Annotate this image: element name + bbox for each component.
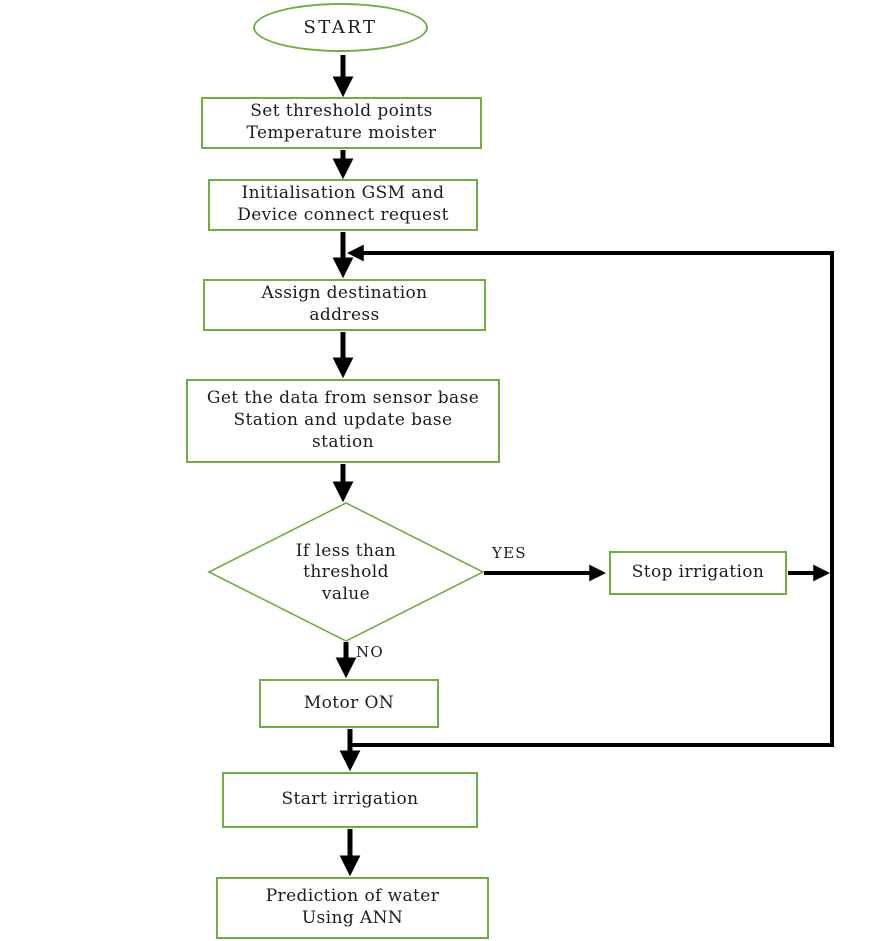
flowchart-node-start: START — [253, 3, 428, 52]
flowchart-node-stop-irrigation: Stop irrigation — [609, 551, 787, 595]
flowchart-node-assign-destination: Assign destination address — [203, 279, 486, 331]
flowchart-node-init-gsm: Initialisation GSM and Device connect re… — [208, 179, 478, 231]
edge-label-no: NO — [356, 643, 384, 661]
flowchart-node-set-threshold: Set threshold points Temperature moister — [201, 97, 482, 149]
flowchart-node-start-irrigation: Start irrigation — [222, 772, 478, 828]
decision-diamond-shape — [207, 502, 485, 642]
flowchart-node-decision: If less than threshold value — [295, 541, 397, 604]
flowchart-node-get-data: Get the data from sensor base Station an… — [186, 379, 500, 463]
edge-label-yes: YES — [492, 544, 527, 562]
flowchart-node-prediction: Prediction of water Using ANN — [216, 877, 489, 939]
flowchart-node-motor-on: Motor ON — [259, 679, 439, 728]
loop-back-to-assign — [346, 244, 834, 747]
